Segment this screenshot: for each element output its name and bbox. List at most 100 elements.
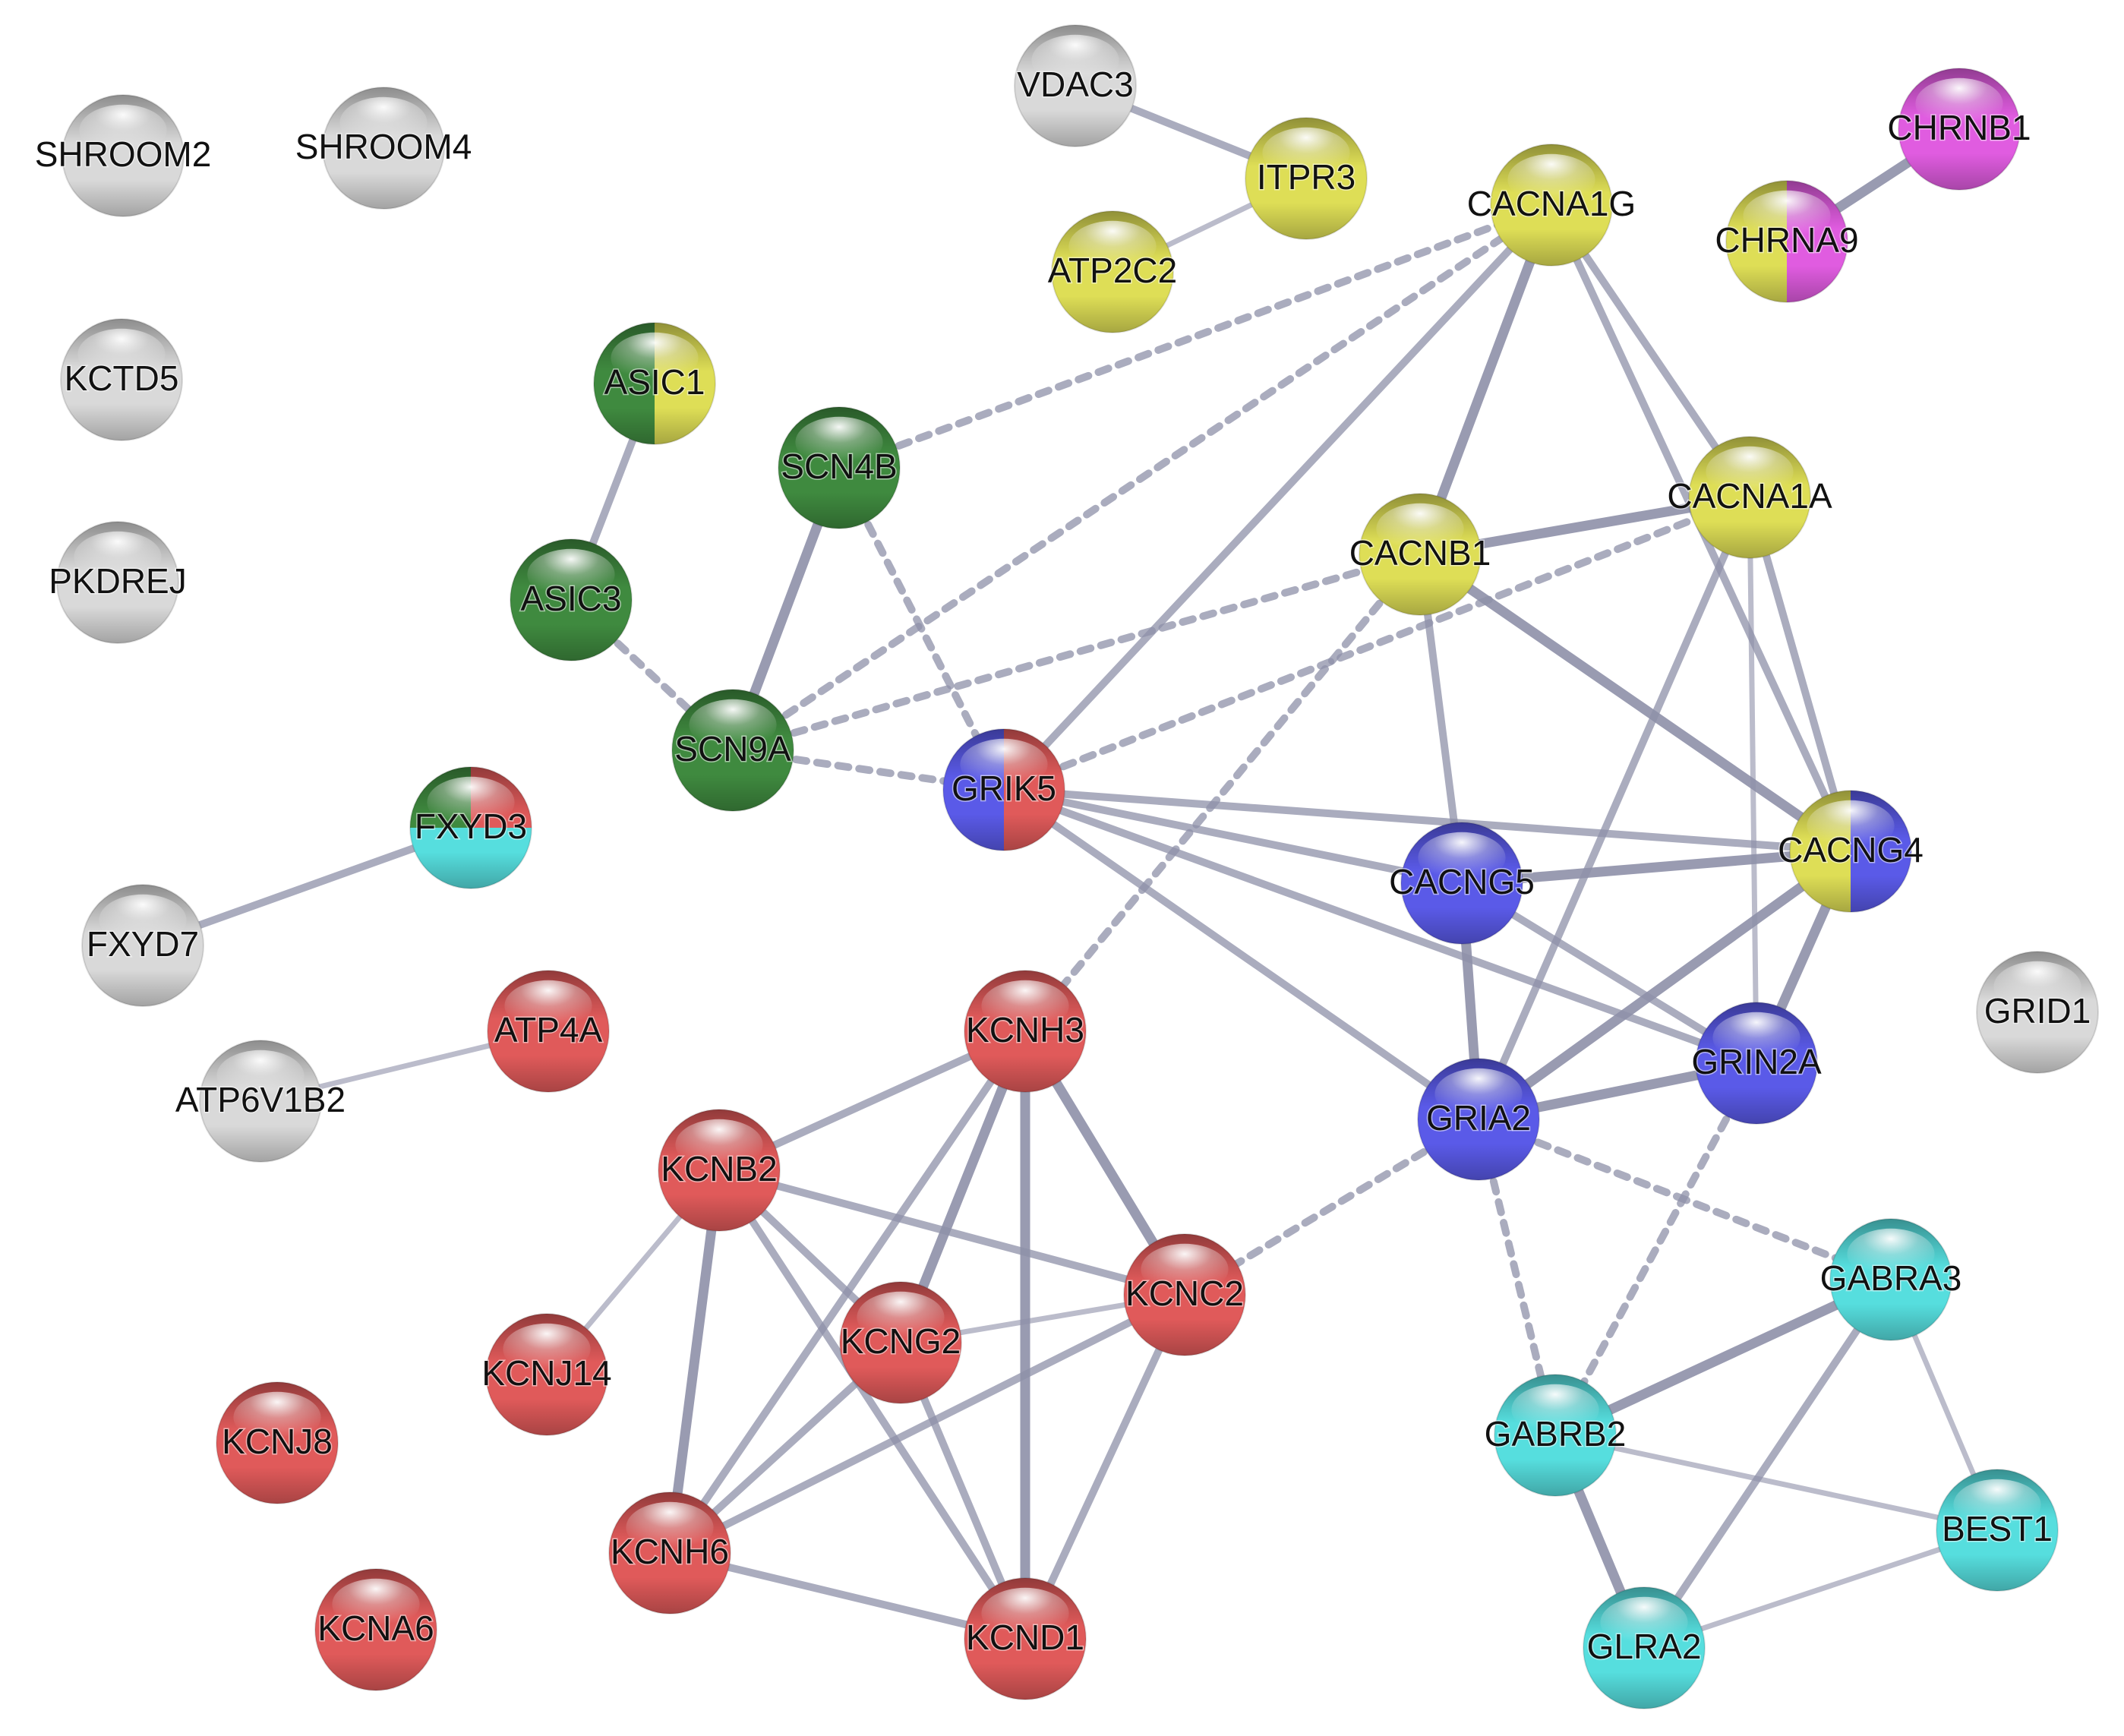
node-shroom4[interactable]: SHROOM4 <box>294 87 473 210</box>
edge-kcnc2-kcnd1 <box>1021 1291 1188 1643</box>
edge-cacna1g-cacnb1 <box>1415 200 1557 560</box>
node-highlight <box>981 980 1069 1031</box>
node-label: PKDREJ <box>49 561 186 601</box>
node-cacng5[interactable]: CACNG5 <box>1388 822 1535 945</box>
edge-kcnb2-kcnd1 <box>715 1166 1029 1643</box>
node-kcnj8[interactable]: KCNJ8 <box>216 1381 339 1504</box>
node-kcna6[interactable]: KCNA6 <box>314 1568 437 1691</box>
node-label: ITPR3 <box>1257 157 1356 197</box>
node-highlight <box>626 1501 714 1553</box>
node-kctd5[interactable]: KCTD5 <box>60 318 183 441</box>
edge-scn9a-cacnb1 <box>729 551 1424 754</box>
node-rim <box>1014 24 1137 147</box>
node-label: ATP4A <box>494 1010 603 1049</box>
node-rim <box>839 1281 962 1404</box>
node-glra2[interactable]: GLRA2 <box>1583 1586 1706 1709</box>
node-kcnb2[interactable]: KCNB2 <box>658 1109 781 1232</box>
node-rim <box>1688 436 1811 559</box>
node-rim <box>942 728 1065 851</box>
node-label: KCTD5 <box>65 358 179 398</box>
node-cacna1g[interactable]: CACNA1G <box>1466 144 1637 267</box>
node-highlight <box>527 548 615 601</box>
node-label: SCN4B <box>781 447 897 486</box>
node-rim <box>56 521 179 644</box>
node-kcnc2[interactable]: KCNC2 <box>1123 1233 1246 1356</box>
edge-grik5-cacng4 <box>1000 786 1854 855</box>
node-highlight <box>332 1578 420 1630</box>
node-kcng2[interactable]: KCNG2 <box>839 1281 962 1404</box>
node-label: GRID1 <box>1984 991 2091 1031</box>
node-label: CACNA1G <box>1467 184 1636 223</box>
node-grid1[interactable]: GRID1 <box>1976 951 2099 1074</box>
node-rim <box>314 1568 437 1691</box>
node-highlight <box>1511 1384 1599 1435</box>
node-highlight <box>1507 153 1595 205</box>
node-rim <box>671 689 794 812</box>
node-rim <box>485 1313 608 1436</box>
node-label: KCNH6 <box>611 1532 729 1571</box>
node-best1[interactable]: BEST1 <box>1936 1469 2059 1592</box>
node-shroom2[interactable]: SHROOM2 <box>33 94 213 217</box>
node-rim <box>1400 822 1523 945</box>
node-highlight <box>1600 1596 1688 1648</box>
node-grik5[interactable]: GRIK5 <box>942 728 1065 851</box>
node-fxyd7[interactable]: FXYD7 <box>81 884 204 1007</box>
node-atp2c2[interactable]: ATP2C2 <box>1046 210 1179 333</box>
node-label: KCNJ8 <box>222 1422 333 1461</box>
node-grin2a[interactable]: GRIN2A <box>1690 1002 1823 1125</box>
node-kcnh6[interactable]: KCNH6 <box>608 1491 731 1614</box>
node-highlight <box>339 96 428 148</box>
edge-gabra3-glra2 <box>1640 1276 1895 1652</box>
node-highlight <box>233 1391 321 1443</box>
edge-grik5-cacna1a <box>1000 494 1753 794</box>
node-scn9a[interactable]: SCN9A <box>671 689 794 812</box>
node-gria2[interactable]: GRIA2 <box>1417 1058 1540 1181</box>
node-kcnj14[interactable]: KCNJ14 <box>481 1313 613 1436</box>
node-atp6v1b2[interactable]: ATP6V1B2 <box>174 1040 347 1163</box>
node-kcnd1[interactable]: KCND1 <box>964 1577 1087 1700</box>
node-highlight <box>675 1119 763 1170</box>
node-chrna9[interactable]: CHRNA9 <box>1714 180 1860 303</box>
edges-layer <box>139 82 2000 1653</box>
node-cacng4[interactable]: CACNG4 <box>1777 790 1924 913</box>
node-pkdrej[interactable]: PKDREJ <box>48 521 188 644</box>
node-highlight <box>1847 1228 1935 1280</box>
node-highlight <box>1418 832 1506 883</box>
node-vdac3[interactable]: VDAC3 <box>1014 24 1137 147</box>
node-rim <box>60 318 183 441</box>
node-chrnb1[interactable]: CHRNB1 <box>1886 68 2032 191</box>
node-label: GRIN2A <box>1691 1042 1822 1081</box>
node-highlight <box>1743 190 1831 241</box>
node-itpr3[interactable]: ITPR3 <box>1245 117 1368 240</box>
node-cacnb1[interactable]: CACNB1 <box>1348 493 1492 616</box>
edge-cacng4-gria2 <box>1473 846 1856 1125</box>
node-label: GABRA3 <box>1820 1258 1962 1298</box>
node-highlight <box>504 980 592 1031</box>
node-rim <box>1123 1233 1246 1356</box>
edge-scn4b-cacna1g <box>835 201 1555 472</box>
node-label: CACNG4 <box>1778 830 1924 870</box>
node-rim <box>1051 210 1174 333</box>
node-label: CACNG5 <box>1389 862 1535 901</box>
node-rim <box>1976 951 2099 1074</box>
node-asic3[interactable]: ASIC3 <box>510 538 633 661</box>
node-highlight <box>857 1291 945 1343</box>
node-label: GABRB2 <box>1485 1414 1627 1454</box>
node-label: ASIC3 <box>521 579 622 618</box>
node-highlight <box>1712 1012 1801 1063</box>
node-rim <box>1829 1218 1952 1341</box>
node-rim <box>608 1491 731 1614</box>
node-highlight <box>427 776 515 828</box>
node-gabra3[interactable]: GABRA3 <box>1819 1218 1963 1341</box>
node-fxyd3[interactable]: FXYD3 <box>409 766 532 889</box>
node-atp4a[interactable]: ATP4A <box>487 970 610 1093</box>
node-kcnh3[interactable]: KCNH3 <box>964 970 1087 1093</box>
node-rim <box>964 970 1087 1093</box>
node-asic1[interactable]: ASIC1 <box>593 322 716 445</box>
node-label: VDAC3 <box>1017 65 1133 104</box>
edge-scn9a-cacna1g <box>729 201 1555 754</box>
node-highlight <box>1141 1243 1229 1295</box>
node-gabrb2[interactable]: GABRB2 <box>1483 1374 1627 1497</box>
node-scn4b[interactable]: SCN4B <box>778 406 901 529</box>
node-cacna1a[interactable]: CACNA1A <box>1666 436 1833 559</box>
